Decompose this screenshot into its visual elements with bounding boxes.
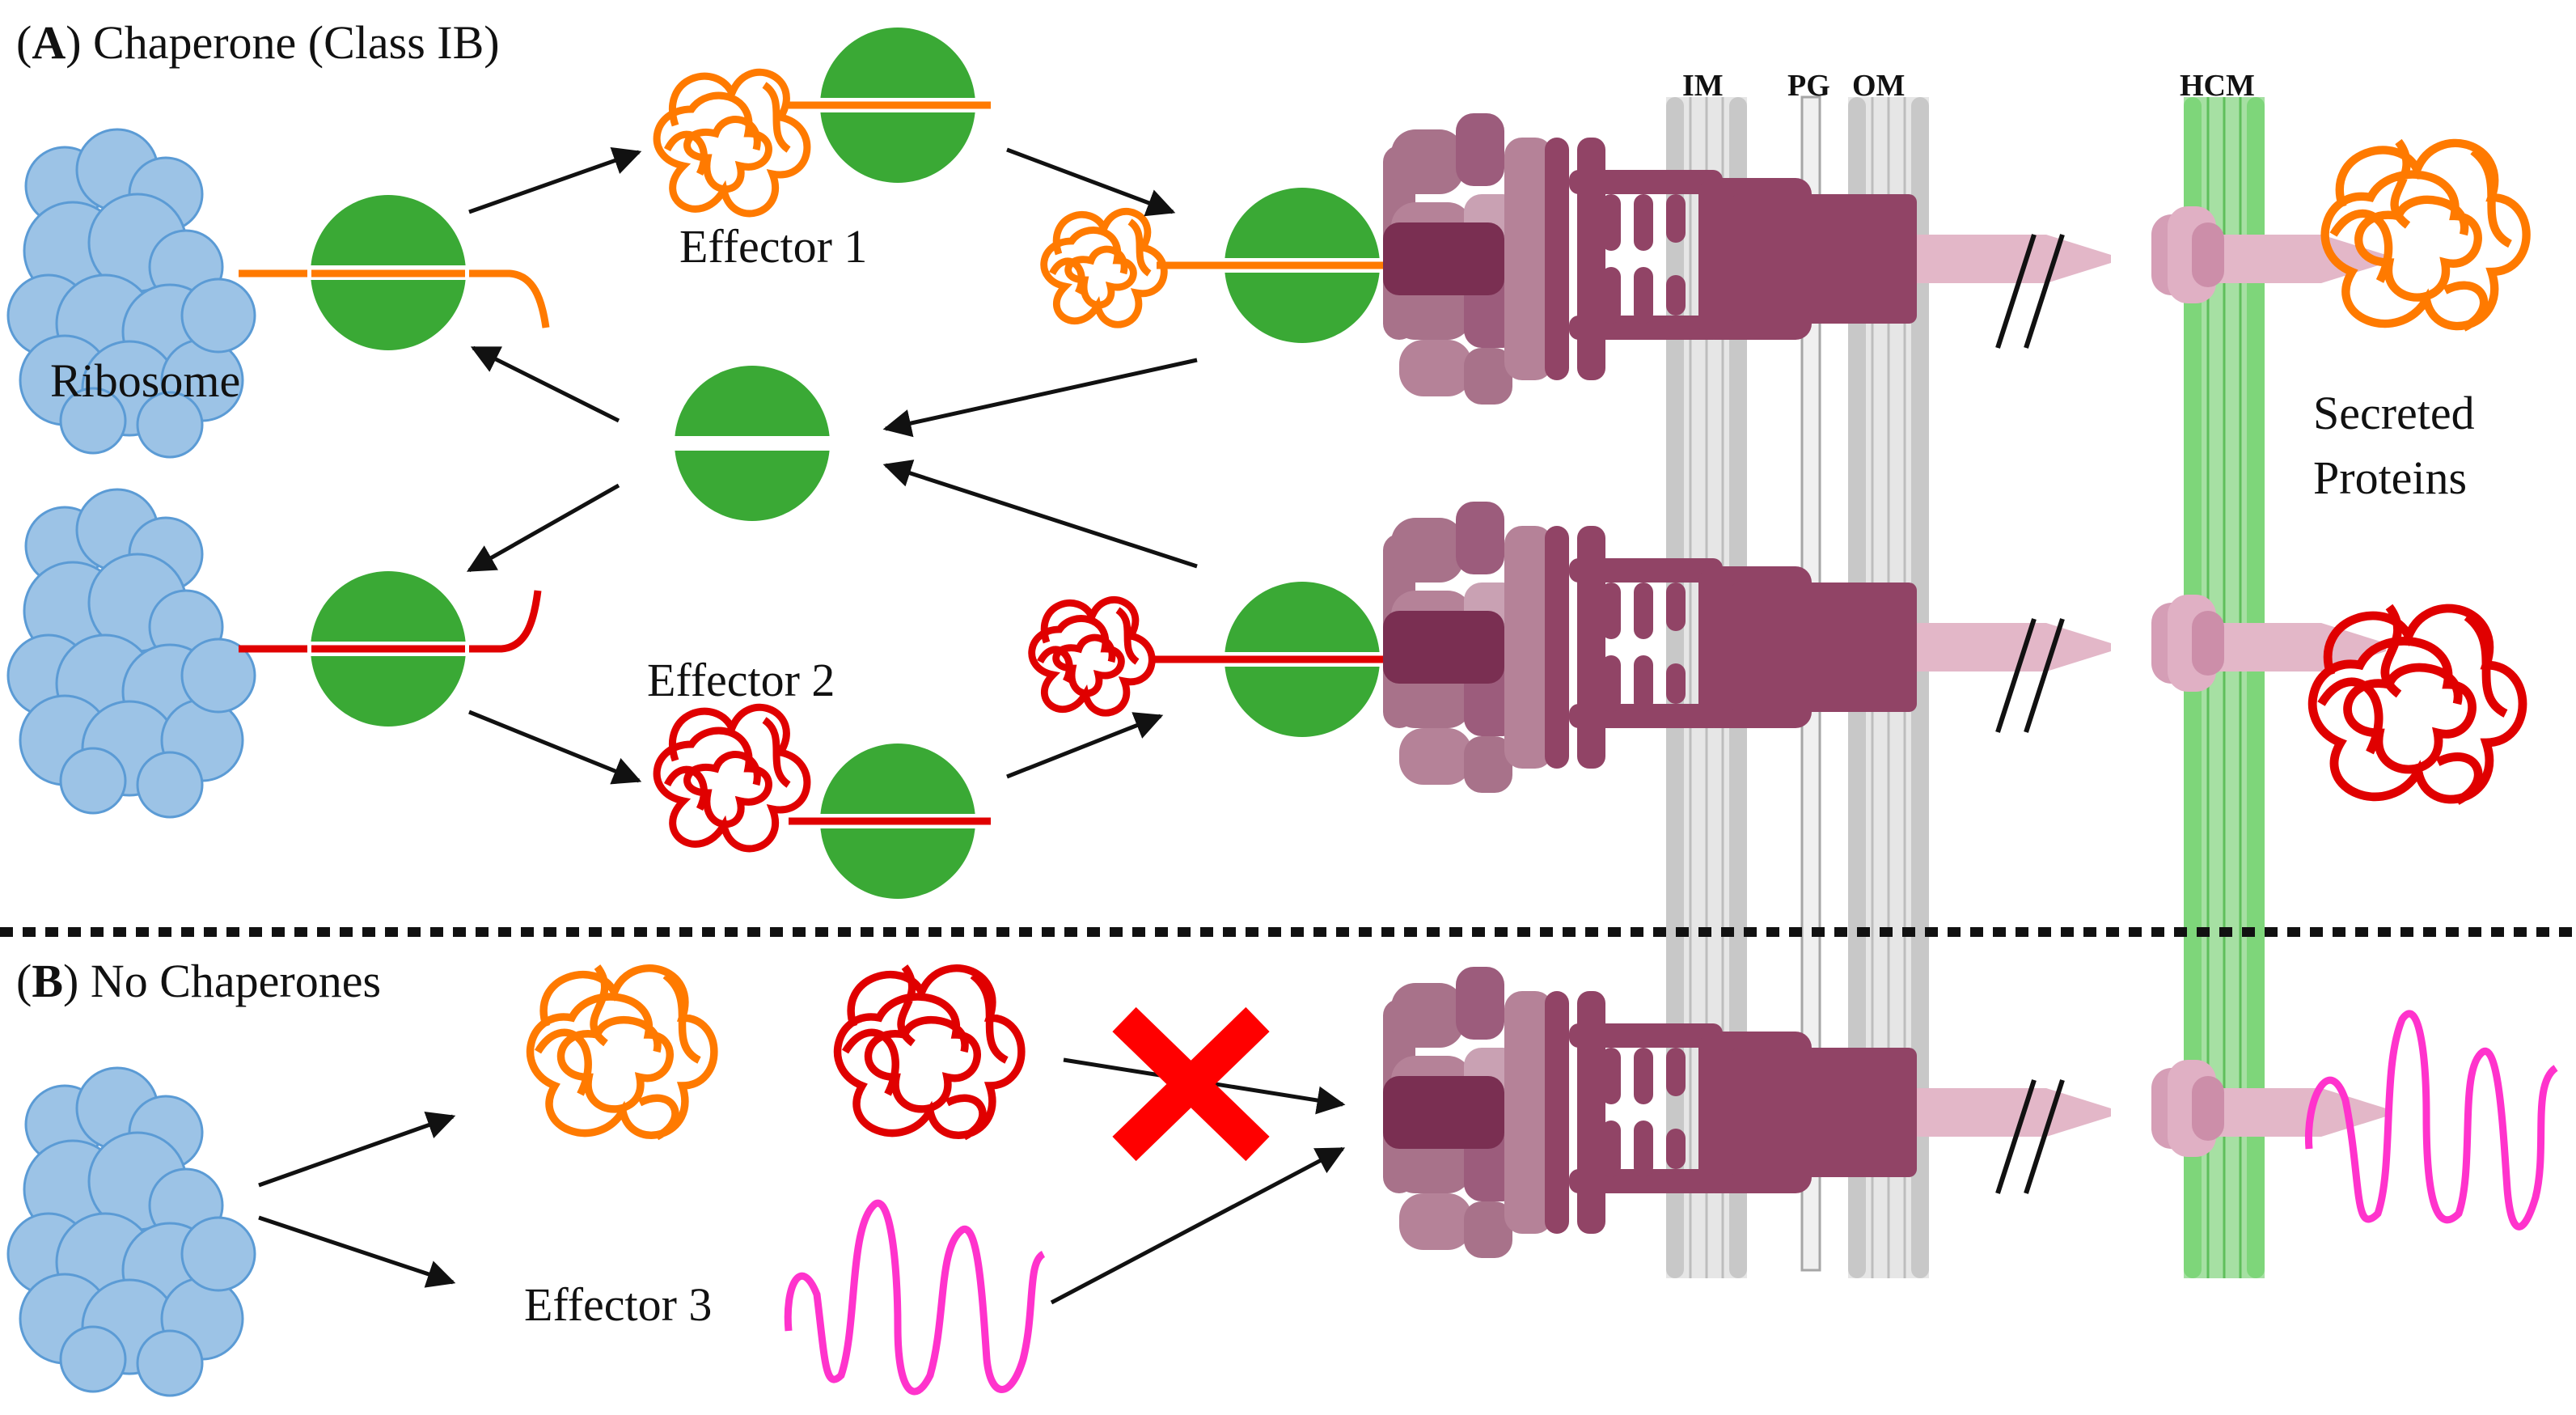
secreted-label-line2: Proteins xyxy=(2313,451,2467,504)
arrow-to-effector-2 xyxy=(468,710,642,785)
im-label: IM xyxy=(1682,69,1724,103)
pathway-arrows-a xyxy=(466,146,1198,785)
arrow-to-docking-2 xyxy=(1006,712,1164,779)
effector-1-docked-tangle xyxy=(1044,211,1165,324)
misfolded-effector-1 xyxy=(531,967,714,1137)
ribosome-1 xyxy=(6,128,256,459)
secreted-effector-1 xyxy=(2325,142,2527,328)
pg-label: PG xyxy=(1787,69,1830,103)
ribosome-2 xyxy=(6,488,256,819)
arrow-release-1 xyxy=(882,358,1198,438)
om-label: OM xyxy=(1852,69,1905,103)
effector-2-tangle xyxy=(657,707,807,849)
panel-a-title: (A) Chaperone (Class IB) xyxy=(16,16,500,69)
effector-3-label: Effector 3 xyxy=(524,1278,712,1331)
effector-1-label: Effector 1 xyxy=(679,220,867,273)
arrow-to-misfolded xyxy=(258,1112,456,1188)
panel-a-title-text: Chaperone (Class IB) xyxy=(93,16,500,69)
ribosome-label: Ribosome xyxy=(50,354,240,407)
arrow-effector-3-secretion xyxy=(1050,1146,1346,1305)
misfolded-effector-2 xyxy=(838,967,1022,1137)
effector-2-label: Effector 2 xyxy=(647,654,835,706)
hcm-label: HCM xyxy=(2180,69,2255,103)
effector-2-docked-tangle xyxy=(1032,599,1153,713)
ribosome-3 xyxy=(6,1066,256,1397)
secreted-label-line1: Secreted xyxy=(2313,387,2475,439)
blocked-x-icon xyxy=(1112,1006,1270,1162)
arrow-recycle-2 xyxy=(466,483,620,573)
nascent-effector-1-chain xyxy=(239,269,550,328)
panel-b-letter: B xyxy=(32,955,63,1007)
nascent-effector-2-chain xyxy=(239,590,542,653)
panel-b-title: (B) No Chaperones xyxy=(16,955,381,1007)
panel-a-letter: A xyxy=(32,16,66,69)
break-marks xyxy=(1995,234,2065,1194)
panel-b-title-text: No Chaperones xyxy=(91,955,381,1007)
arrow-release-2 xyxy=(882,460,1198,569)
arrow-to-effector-1 xyxy=(468,146,642,214)
arrow-recycle-1 xyxy=(470,345,620,423)
arrow-to-effector-3 xyxy=(258,1215,456,1288)
arrow-to-docking-1 xyxy=(1006,147,1176,217)
effector-3-unfolded xyxy=(784,1199,1046,1396)
secreted-effector-3 xyxy=(2304,1010,2558,1231)
chaperone-free xyxy=(671,366,833,521)
effector-1-tangle xyxy=(657,72,807,214)
